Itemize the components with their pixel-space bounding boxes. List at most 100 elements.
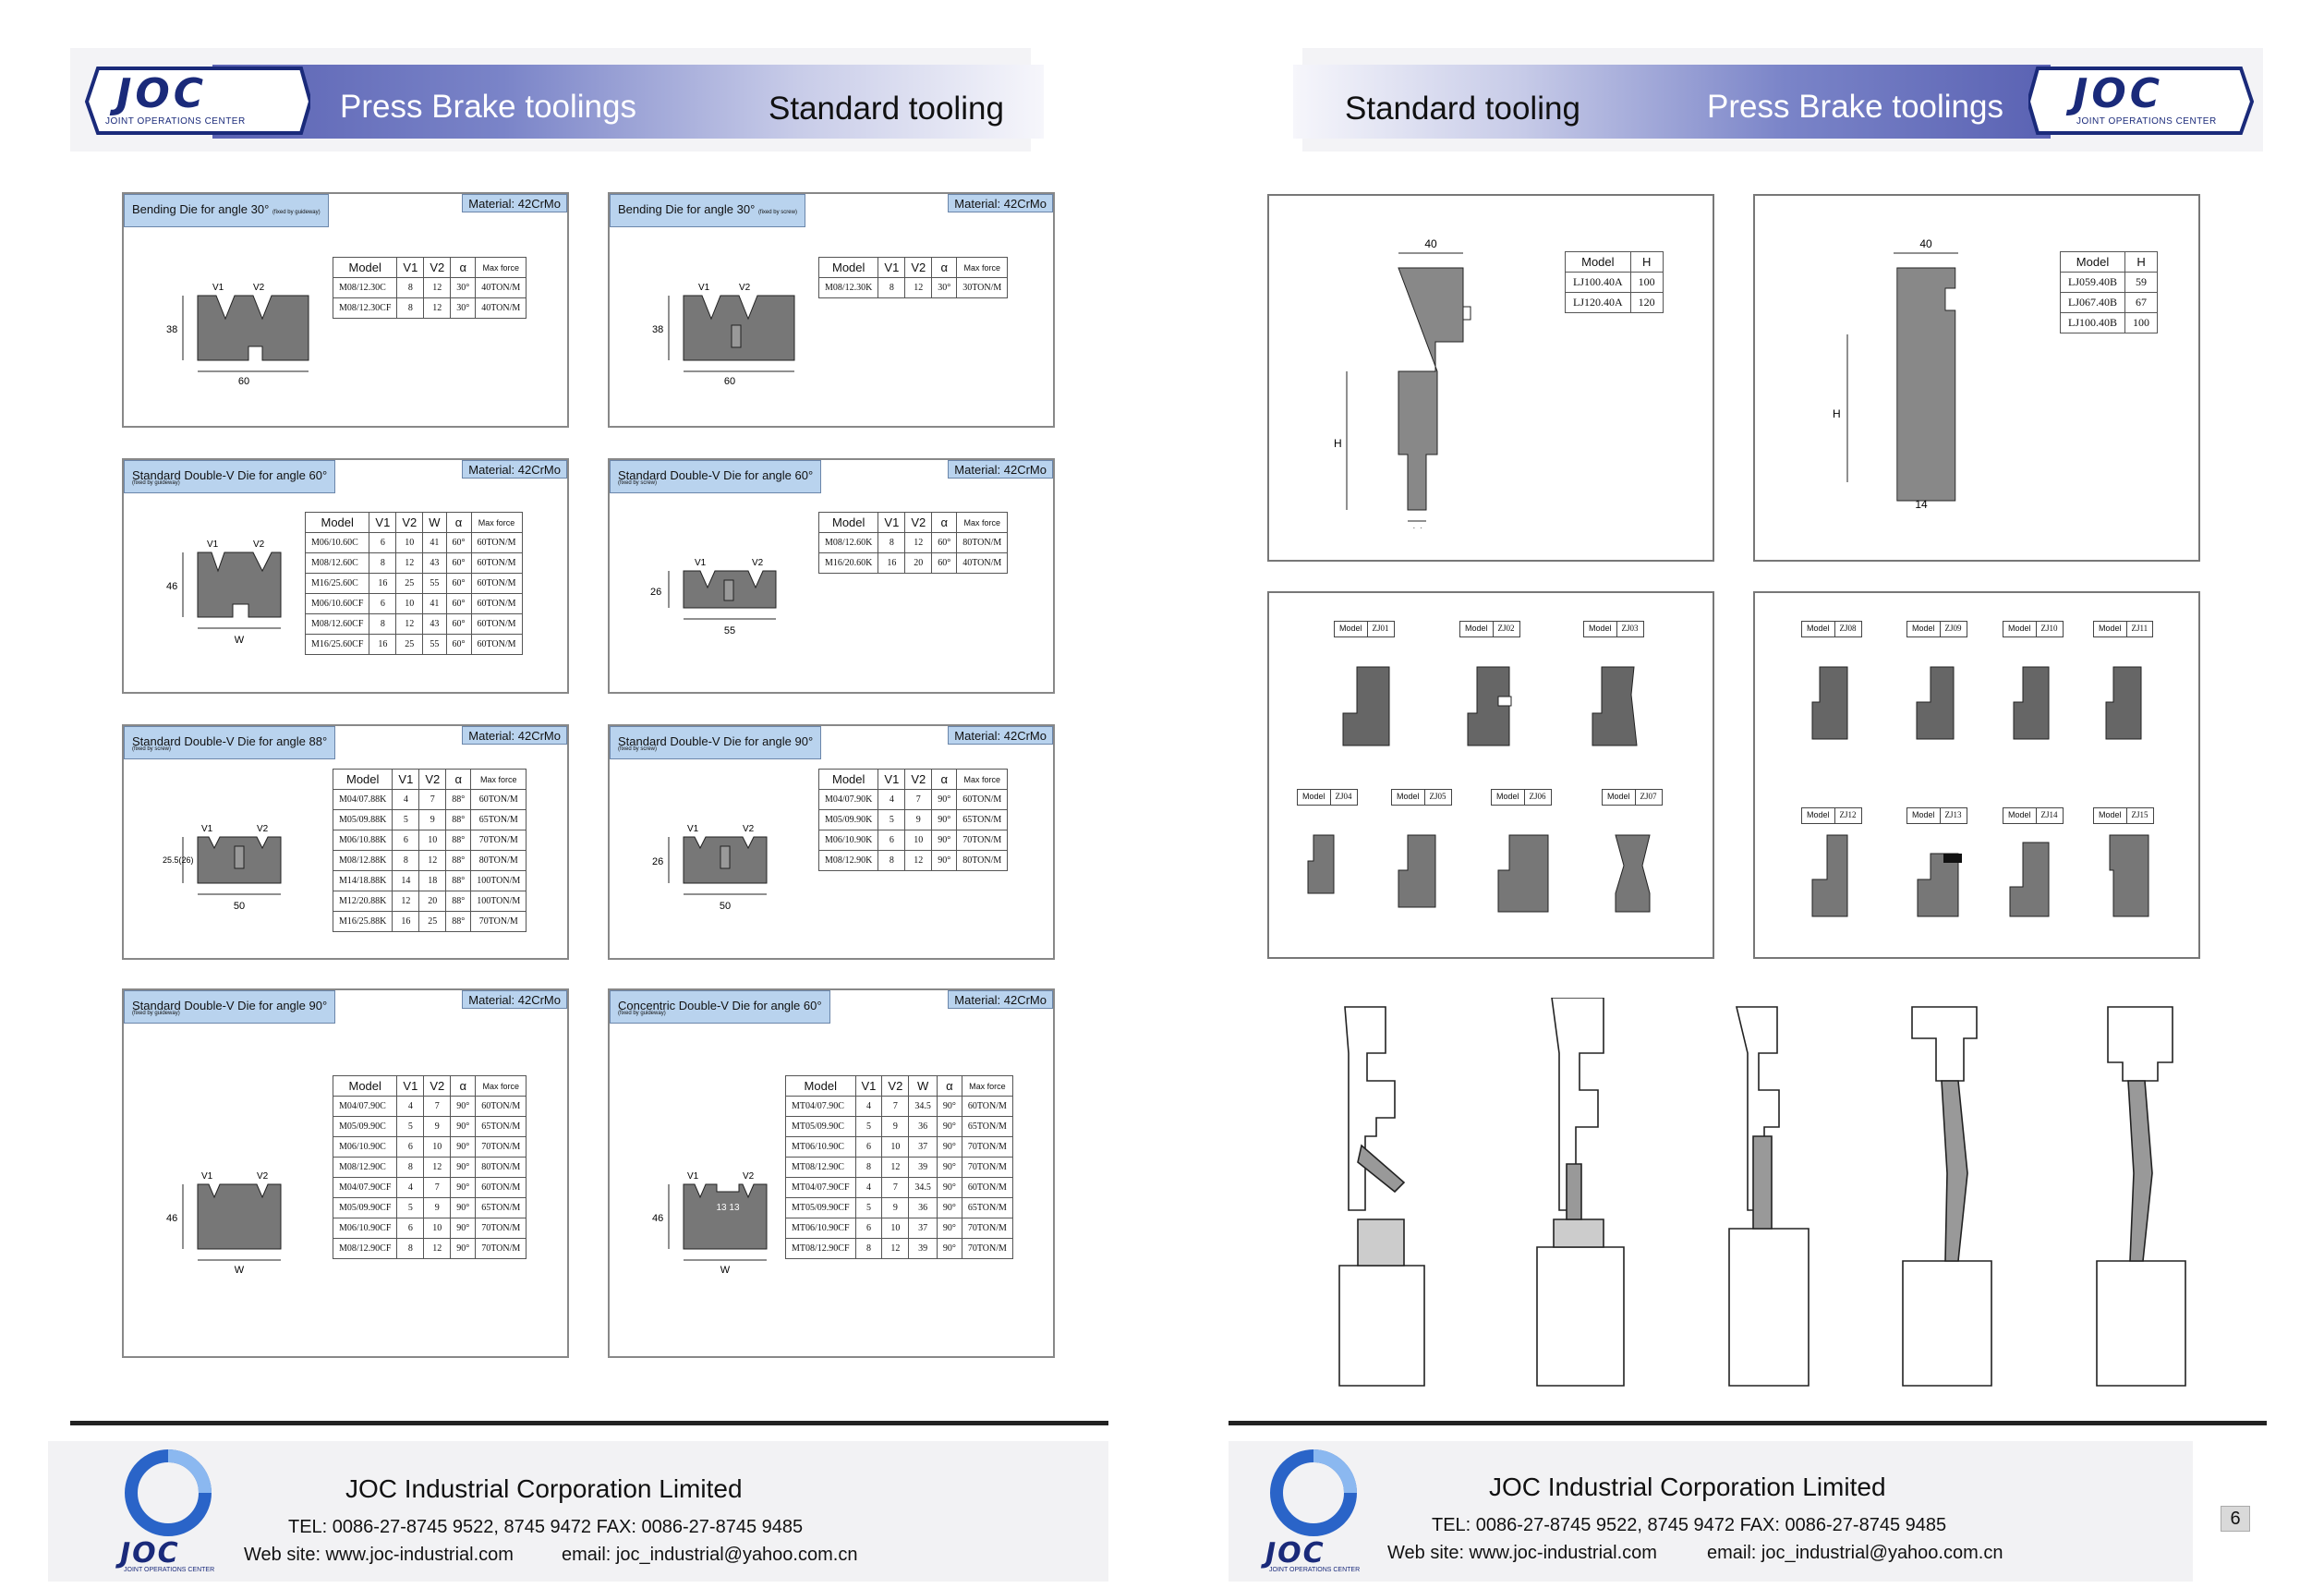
die-panel-2: Bending Die for angle 30° (fixed by scre… <box>608 192 1055 428</box>
dim-v2: V2 <box>739 283 751 293</box>
dim-height: 25.5(26) <box>163 855 194 865</box>
dim-v2: V2 <box>253 283 265 293</box>
footer-tel: TEL: 0086-27-8745 9522, 8745 9472 FAX: 0… <box>1432 1515 1947 1535</box>
dim-height: 26 <box>650 587 661 598</box>
die-panel-5: Standard Double-V Die for angle 88°(fixe… <box>122 724 569 960</box>
footer-web[interactable]: Web site: www.joc-industrial.com <box>1387 1543 1657 1563</box>
dim-inner: 13 13 <box>716 1203 739 1213</box>
assembly-4 <box>1902 1006 1992 1387</box>
adapter-drawing: 40 14 H <box>1334 237 1471 528</box>
footer-logo-text: JOC <box>120 1537 180 1570</box>
die-drawing: W 46 V1 V2 <box>166 539 282 646</box>
die-drawing: W 46 V1 V2 13 13 <box>652 1171 768 1276</box>
dim-width: 60 <box>238 376 249 387</box>
logo-subtext: JOINT OPERATIONS CENTER <box>2076 116 2217 127</box>
footer-email[interactable]: email: joc_industrial@yahoo.com.cn <box>562 1545 858 1565</box>
logo-badge-icon <box>84 67 310 135</box>
footer-tel: TEL: 0086-27-8745 9522, 8745 9472 FAX: 0… <box>288 1517 804 1537</box>
dim-width: W <box>235 635 245 646</box>
tooling-assemblies <box>1338 998 2186 1387</box>
header-title-left: Press Brake toolings <box>340 89 636 125</box>
dim-width: 50 <box>720 901 731 912</box>
panel-title: Standard Double-V Die for angle 88°(fixe… <box>124 726 336 759</box>
die-drawing: 60 38 V1 V2 <box>166 283 309 387</box>
dim-width: W <box>235 1265 245 1276</box>
logo-badge-icon <box>2028 67 2255 135</box>
dim-width: 50 <box>234 901 245 912</box>
dim-height: 38 <box>166 324 177 335</box>
die-panel-4: Standard Double-V Die for angle 60°(fixe… <box>608 458 1055 694</box>
panel-title: Bending Die for angle 30° (fixed by guid… <box>124 194 329 227</box>
logo-text: JOC <box>116 70 208 117</box>
panel-material: Material: 42CrMo <box>948 726 1053 745</box>
header-title-right: Press Brake toolings <box>1707 89 2003 125</box>
dim-v1: V1 <box>687 1171 699 1182</box>
panel-title: Standard Double-V Die for angle 60°(fixe… <box>610 460 822 493</box>
dim-height: 26 <box>652 856 663 867</box>
header-gradient-right <box>1293 65 2051 139</box>
logo-left: JOC JOINT OPERATIONS CENTER <box>79 65 310 137</box>
footer-company: JOC Industrial Corporation Limited <box>345 1474 743 1503</box>
panel-material: Material: 42CrMo <box>462 460 567 479</box>
panel-material: Material: 42CrMo <box>948 194 1053 212</box>
footer-logo-subtext: JOINT OPERATIONS CENTER <box>124 1567 215 1573</box>
dim-height: 46 <box>166 581 177 592</box>
logo-text: JOC <box>2073 70 2164 117</box>
die-drawing: 55 26 V1 V2 <box>650 558 777 636</box>
dim-v1: V1 <box>687 824 699 834</box>
die-panel-1: Bending Die for angle 30° (fixed by guid… <box>122 192 569 428</box>
footer-web[interactable]: Web site: www.joc-industrial.com <box>244 1545 514 1565</box>
dim-top: 40 <box>1919 237 1932 250</box>
clamp-drawings <box>1307 666 1651 913</box>
footer-logo-subtext: JOINT OPERATIONS CENTER <box>1269 1567 1361 1573</box>
panel-title: Concentric Double-V Die for angle 60°(fi… <box>610 990 830 1024</box>
dim-bottom: 14 <box>1915 498 1928 510</box>
dim-v1: V1 <box>201 824 213 834</box>
dim-v2: V2 <box>257 824 269 834</box>
dim-width: W <box>720 1265 731 1276</box>
dim-v2: V2 <box>752 558 764 568</box>
dim-v1: V1 <box>207 539 219 550</box>
panel-title: Standard Double-V Die for angle 90°(fixe… <box>124 990 336 1024</box>
footer-email[interactable]: email: joc_industrial@yahoo.com.cn <box>1707 1543 2003 1563</box>
dim-top: 40 <box>1424 237 1437 250</box>
